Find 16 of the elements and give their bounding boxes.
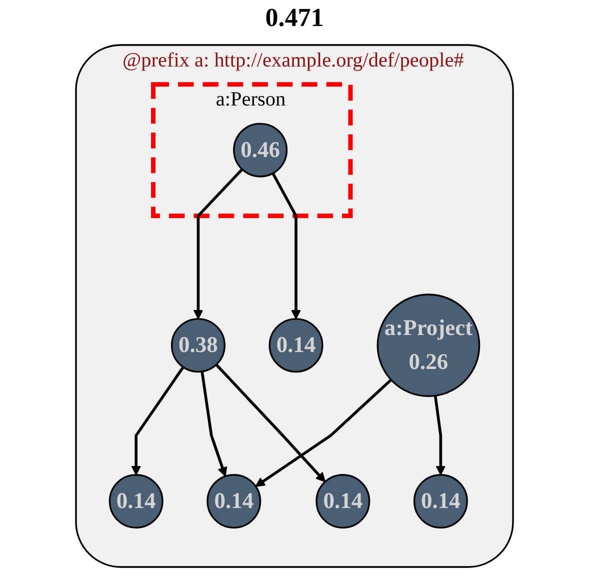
node-circle: a:Project 0.26	[376, 294, 480, 398]
node-circle: 0.14	[268, 318, 324, 373]
arrow	[272, 172, 301, 320]
arrow	[193, 168, 244, 320]
arrow	[215, 364, 326, 482]
node-circle: 0.14	[206, 474, 262, 529]
node-circle: 0.14	[413, 474, 468, 529]
arrow	[200, 371, 228, 477]
arrow	[131, 366, 184, 476]
arrow	[434, 396, 446, 476]
node-circle: 0.14	[316, 474, 370, 529]
arrow	[255, 378, 392, 487]
diagram-title: 0.471	[264, 2, 325, 34]
node-circle: 0.46	[233, 122, 288, 178]
node-circle: 0.38	[170, 318, 226, 373]
node-circle: 0.14	[108, 474, 164, 529]
